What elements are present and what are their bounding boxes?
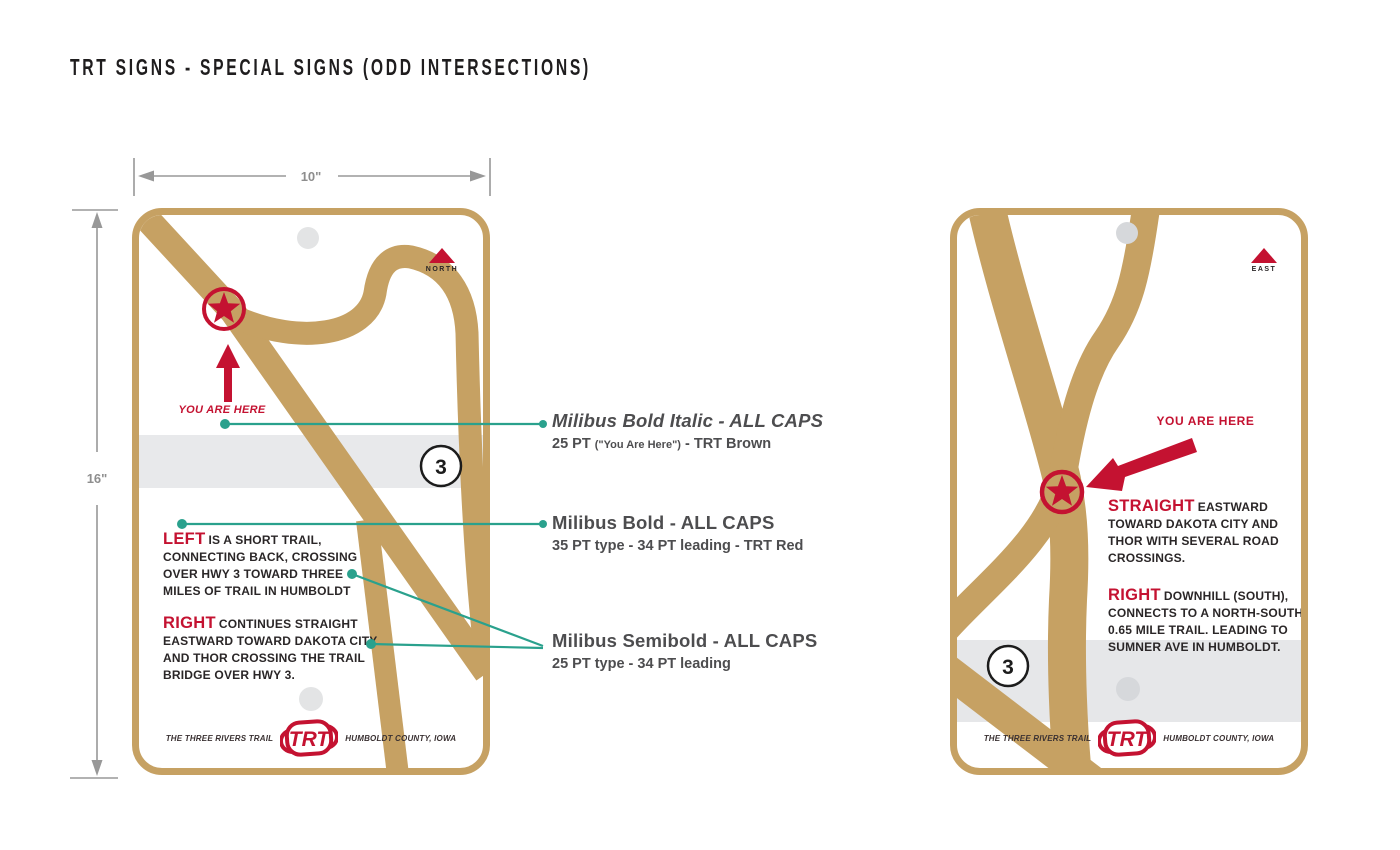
trail-map-right: 3 (957, 215, 1301, 768)
callout-bold-italic: Milibus Bold Italic - ALL CAPS 25 PT ("Y… (552, 410, 823, 452)
callout-heading: Milibus Bold - ALL CAPS (552, 512, 775, 533)
north-arrow-icon (429, 248, 455, 263)
compass-north: NORTH (422, 248, 462, 273)
footer-county: HUMBOLDT COUNTY, IOWA (345, 733, 457, 743)
direction-lead: STRAIGHT (1108, 497, 1195, 515)
footer-trail-name: THE THREE RIVERS TRAIL (165, 733, 274, 743)
sign-footer: THE THREE RIVERS TRAIL TRT HUMBOLDT COUN… (153, 714, 469, 762)
star-marker (202, 287, 246, 331)
trail-hook (233, 244, 483, 651)
east-arrow-icon (1251, 248, 1277, 263)
trail-south-connector (957, 657, 1102, 768)
mounting-hole-bottom (1116, 677, 1140, 701)
callout-bold: Milibus Bold - ALL CAPS 35 PT type - 34 … (552, 512, 803, 554)
trail-diagonal (139, 215, 483, 681)
dimension-width: 10" (133, 158, 491, 196)
dimension-height: 16" (70, 209, 118, 779)
mounting-hole-top (297, 227, 319, 249)
trail-map-left: 3 (139, 215, 483, 768)
highway-3-badge (986, 644, 1030, 688)
page-title: TRT SIGNS - SPECIAL SIGNS (ODD INTERSECT… (70, 54, 591, 80)
trail-main-vertical (968, 215, 1092, 768)
dimension-height-label: 16" (87, 471, 108, 486)
highway-3-badge (419, 444, 463, 488)
callout-heading: Milibus Bold Italic - ALL CAPS (552, 410, 824, 431)
sign-footer: THE THREE RIVERS TRAIL TRT HUMBOLDT COUN… (971, 714, 1287, 762)
mounting-hole-bottom (299, 687, 323, 711)
trt-logo: TRT (1098, 719, 1157, 757)
callout-sub: 25 PT ("You Are Here") - TRT Brown (552, 436, 772, 452)
pointer-arrow (1086, 438, 1197, 491)
star-marker (1039, 469, 1085, 515)
mounting-hole-top (1116, 222, 1138, 244)
compass-label: EAST (1251, 266, 1277, 273)
direction-lead: RIGHT (1108, 586, 1161, 604)
up-arrow (216, 344, 240, 402)
highway-3-number: 3 (435, 456, 447, 479)
you-are-here-label: YOU ARE HERE (178, 404, 266, 416)
callout-sub: 25 PT type - 34 PT leading (552, 656, 731, 672)
dimension-width-label: 10" (301, 169, 322, 184)
footer-trail-name: THE THREE RIVERS TRAIL (983, 733, 1092, 743)
trt-logo-text: TRT (1107, 728, 1150, 751)
trail-crossing (957, 215, 1160, 638)
callout-heading: Milibus Semibold - ALL CAPS (552, 630, 818, 651)
trt-logo-text: TRT (289, 728, 332, 751)
direction-lead: LEFT (163, 530, 206, 548)
direction-lead: RIGHT (163, 614, 216, 632)
highway-3-number: 3 (1002, 656, 1014, 679)
compass-label: NORTH (425, 266, 459, 273)
footer-county: HUMBOLDT COUNTY, IOWA (1163, 733, 1275, 743)
you-are-here-label: YOU ARE HERE (1156, 414, 1255, 428)
callout-semibold: Milibus Semibold - ALL CAPS 25 PT type -… (552, 630, 817, 672)
compass-east: EAST (1244, 248, 1284, 273)
callout-sub: 35 PT type - 34 PT leading - TRT Red (552, 538, 804, 554)
trt-logo: TRT (280, 719, 339, 757)
